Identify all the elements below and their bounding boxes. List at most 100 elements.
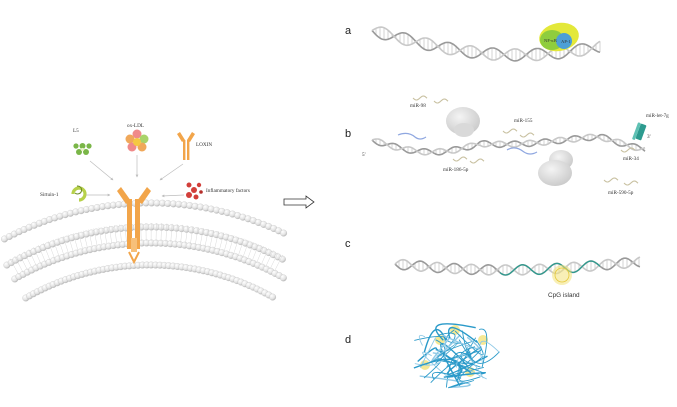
chromatin-fiber <box>422 351 450 379</box>
mir-let-7g-label: miR-let-7g <box>646 113 669 119</box>
lipid-tail <box>233 236 240 255</box>
lipid-tail <box>242 240 250 258</box>
lipid-tail <box>19 253 28 271</box>
loxin-label: LOXIN <box>196 142 212 148</box>
lipid-tail <box>209 229 214 248</box>
lipid-tail <box>14 256 24 273</box>
lipid-tail <box>180 224 183 243</box>
dna-strand <box>371 29 601 62</box>
lipid-tail <box>119 224 122 243</box>
l5-icon <box>73 143 92 155</box>
mir-34-label: miR-34 <box>623 156 639 162</box>
lipid-tail <box>28 249 37 266</box>
lipid-tail <box>160 223 162 242</box>
lipid-tail <box>274 254 283 272</box>
chromatin-fiber <box>413 358 462 381</box>
lipid-tail <box>124 224 127 243</box>
lipid-tail <box>256 245 264 263</box>
lipid-tail <box>109 225 112 244</box>
lipid-tail <box>62 236 69 254</box>
mirna <box>433 98 449 104</box>
lipid-tail <box>219 232 225 250</box>
cpg-island-label: CpG island <box>548 292 580 299</box>
panel-label-c: c <box>345 238 351 250</box>
lipid-head <box>279 274 287 282</box>
lipid-tail <box>23 251 32 268</box>
lipid-tail <box>52 239 60 257</box>
lipid-tail <box>78 231 83 250</box>
lipid-tail <box>195 226 199 245</box>
lipid-tail <box>223 233 230 252</box>
chromatin-fiber <box>435 339 446 362</box>
lipid-tail <box>43 243 51 261</box>
chromatin-fiber <box>448 327 478 343</box>
lipid-tail <box>67 234 74 253</box>
mir-590-5p-label: miR-590-5p <box>608 190 634 196</box>
inflammatory-factors-label: Inflammatory factors <box>206 187 250 194</box>
receptor-lox1 <box>117 187 151 265</box>
mirna <box>469 158 485 164</box>
lipid-tail <box>251 243 260 261</box>
panel-b-ribosome-2 <box>538 150 573 186</box>
lipid-tail <box>73 233 79 251</box>
mirna <box>620 147 636 153</box>
lipid-tail <box>214 231 220 249</box>
panel-label-d: d <box>345 334 351 346</box>
lipid-tail <box>38 245 46 262</box>
chromatin-fiber <box>448 380 475 389</box>
lipid-tail <box>83 230 88 249</box>
mirna <box>452 156 468 162</box>
chromatin-fiber <box>443 371 487 378</box>
chromatin-fiber <box>432 371 462 380</box>
panel-label-a: a <box>345 25 352 37</box>
cpg-spot <box>435 335 445 345</box>
lipid-tail <box>103 226 108 245</box>
lipid-tail <box>114 225 117 244</box>
chromatin-fiber <box>435 323 476 341</box>
left-panel: L5 ox-LDL LOXIN Sirtuin-1 <box>1 123 288 302</box>
ap1-label: AP-1 <box>561 39 571 44</box>
lipid-tail <box>33 247 41 264</box>
lipid-tail <box>48 241 55 259</box>
lipid-tail <box>140 223 142 242</box>
mirna <box>502 128 518 134</box>
nfkb-label: NF-κB <box>544 38 557 43</box>
dna-strand <box>371 133 646 156</box>
five-prime-label: 5' <box>362 152 366 158</box>
mirna <box>603 177 619 183</box>
loxin-icon <box>177 132 195 160</box>
lipid-tail <box>247 242 255 260</box>
lipid-tail <box>185 225 189 244</box>
lipid-tail <box>98 227 103 246</box>
lipid-tail <box>265 250 274 267</box>
ligand-arrows <box>86 155 185 198</box>
chromatin-fiber <box>417 347 438 363</box>
panel-b-ribosome-1 <box>446 107 480 137</box>
sirtuin-1-icon <box>71 185 87 202</box>
chromatin-fiber <box>446 329 462 344</box>
panel-label-b: b <box>345 128 351 140</box>
chromatin-fiber <box>478 328 488 368</box>
lipid-head <box>278 255 286 263</box>
lipid-tail <box>165 223 168 242</box>
lipid-tail <box>228 235 235 253</box>
ox-ldl-icon <box>125 129 149 152</box>
mirna <box>623 180 639 186</box>
cpg-island-highlight <box>552 265 572 285</box>
chromatin-fiber <box>455 353 484 379</box>
chromatin-fiber <box>437 341 473 364</box>
mirna <box>412 95 428 101</box>
lipid-tail <box>9 258 19 275</box>
lipid-tail <box>261 248 269 265</box>
panel-d-chromatin <box>413 323 500 389</box>
chromatin-fiber <box>419 375 471 388</box>
ox-ldl-label: ox-LDL <box>127 123 144 129</box>
lipid-tail <box>175 224 178 243</box>
lipid-tail <box>238 238 245 256</box>
sirtuin-1-label: Sirtuin-1 <box>40 192 59 198</box>
chromatin-fiber <box>479 340 500 363</box>
panel-b-mrna-strand <box>371 133 646 156</box>
l5-label: L5 <box>73 128 79 134</box>
lipid-tail <box>204 228 209 247</box>
